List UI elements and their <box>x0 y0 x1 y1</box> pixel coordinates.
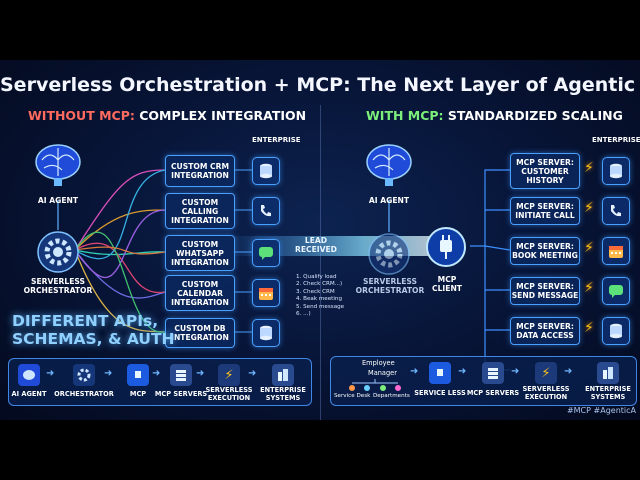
ai-agent-brain-icon <box>32 140 84 194</box>
calendar-icon <box>252 279 280 307</box>
server-stack-icon <box>170 364 192 386</box>
ai-agent-brain-icon <box>363 140 415 194</box>
flow-label-service-less: SERVICE LESS <box>414 389 466 397</box>
mcp-server-send-message-box: MCP SERVER:SEND MESSAGE <box>510 277 580 305</box>
lightning-icon: ⚡ <box>584 160 594 176</box>
flow-label-mcp: MCP <box>129 390 147 398</box>
mcp-server-initiate-call-box: MCP SERVER:INITIATE CALL <box>510 197 580 225</box>
phone-icon <box>252 197 280 225</box>
database-icon <box>252 157 280 185</box>
lightning-icon: ⚡ <box>584 280 594 296</box>
left-agent-label: AI AGENT <box>37 196 79 205</box>
left-flow-bar <box>8 358 312 406</box>
lightning-icon: ⚡ <box>584 320 594 336</box>
flow-label-orchestrator: ORCHESTRATOR <box>54 390 114 398</box>
chat-icon <box>252 239 280 267</box>
arrow-icon: ➜ <box>152 368 161 379</box>
right-enterprise-label: ENTERPRISE <box>592 136 640 144</box>
right-header: WITH MCP: STANDARDIZED SCALING <box>366 108 623 123</box>
chat-icon <box>602 277 630 305</box>
flow-label-ai-agent: AI AGENT <box>11 390 47 398</box>
left-header: WITHOUT MCP: COMPLEX INTEGRATION <box>28 108 307 123</box>
buildings-icon <box>597 362 619 384</box>
left-enterprise-label: ENTERPRISE <box>252 136 301 144</box>
plug-icon <box>127 364 149 386</box>
server-stack-icon <box>482 362 504 384</box>
arrow-icon: ➜ <box>46 368 55 379</box>
database-icon <box>602 317 630 345</box>
database-icon <box>252 319 280 347</box>
brain-icon <box>18 364 40 386</box>
arrow-icon: ➜ <box>248 368 257 379</box>
departments-label: Departments <box>373 393 410 399</box>
org-tree-icon <box>344 378 406 397</box>
arrow-icon: ➜ <box>511 366 520 377</box>
arrow-icon: ➜ <box>458 366 467 377</box>
plug-icon <box>429 362 451 384</box>
manager-label: Manager <box>368 369 397 377</box>
flow-label-mcp-servers: MCP SERVERS <box>154 390 208 398</box>
orchestrator-gear-icon <box>367 232 411 280</box>
arrow-icon: ➜ <box>564 366 573 377</box>
right-agent-label: AI AGENT <box>368 196 410 205</box>
page-title: Serverless Orchestration + MCP: The Next… <box>0 74 640 96</box>
lightning-icon: ⚡ <box>584 200 594 216</box>
lightning-icon: ⚡ <box>584 240 594 256</box>
buildings-icon <box>272 364 294 386</box>
hashtags: #MCP #AgenticA <box>566 406 636 415</box>
arrow-icon: ➜ <box>104 368 113 379</box>
api-complexity-text: DIFFERENT APIs,SCHEMAS, & AUTH <box>12 312 175 348</box>
mcp-plug-icon <box>425 226 467 272</box>
employee-label: Employee <box>362 359 395 367</box>
orchestrator-gear-icon <box>36 230 80 278</box>
diagram-canvas: WITHOUT MCP: COMPLEX INTEGRATION WITH MC… <box>0 60 640 420</box>
gear-icon <box>73 364 95 386</box>
lightning-icon: ⚡ <box>218 364 240 386</box>
mcp-server-book-meeting-box: MCP SERVER:BOOK MEETING <box>510 237 580 265</box>
calendar-icon <box>602 237 630 265</box>
arrow-icon: ➜ <box>410 366 419 377</box>
arrow-icon: ➜ <box>196 368 205 379</box>
lightning-icon: ⚡ <box>535 362 557 384</box>
flow-label-mcp-servers: MCP SERVERS <box>466 389 520 397</box>
section-divider <box>320 105 321 420</box>
database-icon <box>602 157 630 185</box>
phone-icon <box>602 197 630 225</box>
service-desk-label: Service Desk <box>334 393 371 399</box>
mcp-server-data-access-box: MCP SERVER:DATA ACCESS <box>510 317 580 345</box>
